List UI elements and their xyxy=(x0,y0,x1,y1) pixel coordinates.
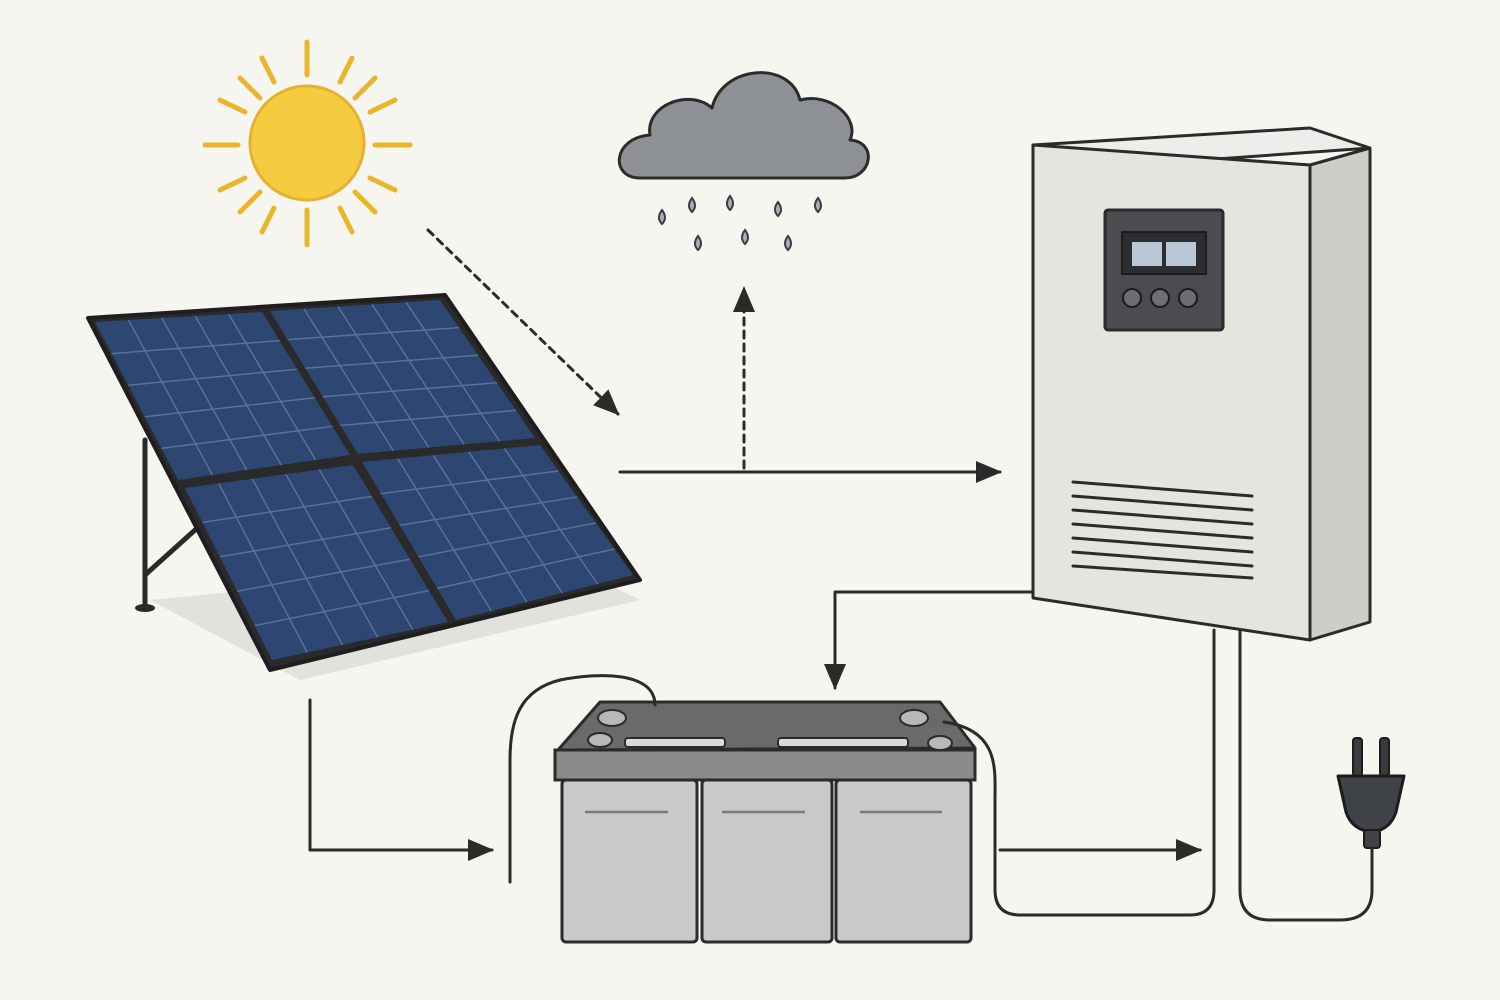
panel-cell-line xyxy=(468,451,563,594)
panel-cell-line xyxy=(237,558,411,592)
panel-cell-line xyxy=(340,409,517,427)
inverter-display xyxy=(1103,208,1225,332)
panel-cell-line xyxy=(111,339,280,355)
power-plug-icon xyxy=(1336,737,1406,849)
panel-cell-line xyxy=(322,382,498,398)
panel-cell-line xyxy=(437,548,615,590)
panel-cell-line xyxy=(144,397,315,418)
panel-cell-line xyxy=(396,458,493,612)
panel-cell-line xyxy=(161,425,333,450)
inverter-knobs xyxy=(1122,288,1198,308)
inverter-vent xyxy=(1071,480,1254,580)
panel-cell-line xyxy=(380,470,559,495)
panel-cell-line xyxy=(305,354,479,369)
panel-cell-line xyxy=(227,313,317,461)
panel-cell-line xyxy=(202,495,373,524)
solar-panel-icon xyxy=(86,293,642,680)
panel-cell-line xyxy=(337,306,430,449)
rain-cloud-icon xyxy=(617,71,870,252)
panel-cell-line xyxy=(217,483,308,653)
panel-cell-line xyxy=(194,315,282,466)
sunlight-arrow xyxy=(426,228,620,416)
panel-cell-line xyxy=(161,317,248,471)
panel-cell-line xyxy=(285,473,379,638)
panel-to-battery-arrow xyxy=(308,698,494,861)
panel-cell-line xyxy=(503,447,599,585)
panel-cell-line xyxy=(303,308,395,452)
battery-icon xyxy=(553,700,977,944)
panel-cell-line xyxy=(318,469,414,630)
battery-wire-left xyxy=(508,674,657,884)
panel-cell-line xyxy=(432,454,528,603)
battery-wire-right xyxy=(942,628,1216,917)
panel-cell-line xyxy=(287,326,460,341)
inverter-to-battery-arrow xyxy=(824,590,1035,690)
panel-cell-line xyxy=(127,319,214,476)
panel-cell-line xyxy=(371,303,465,445)
panel-cell-line xyxy=(219,527,392,558)
panel-cell-line xyxy=(399,496,578,526)
inverter-icon xyxy=(1031,126,1372,642)
panel-cell-line xyxy=(251,478,344,646)
sun-icon xyxy=(202,39,413,248)
panel-cell-line xyxy=(418,522,596,558)
plug-cable xyxy=(1238,628,1374,922)
panel-cell-line xyxy=(128,368,298,386)
panel-cell-line xyxy=(405,301,501,442)
panel-cell-line xyxy=(254,589,430,627)
flow-connectors xyxy=(308,228,1374,922)
